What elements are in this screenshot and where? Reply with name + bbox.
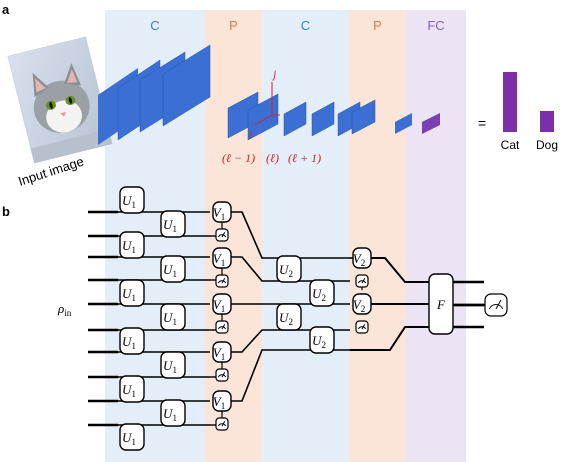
gate-u1-b-3: U1: [160, 351, 186, 379]
equals-sign: =: [478, 115, 486, 131]
column-label-3: P: [373, 18, 382, 33]
bar-label-cat: Cat: [501, 138, 520, 152]
column-label-0: C: [150, 18, 159, 33]
panel-label-c: c: [2, 458, 9, 462]
meter-v1-2: [215, 320, 229, 334]
conv2-layer-1: [283, 101, 307, 137]
gate-v1-1: V1: [212, 247, 232, 269]
conv2-layer-4: [351, 99, 376, 135]
column-bg-2: [262, 10, 349, 462]
bar-label-dog: Dog: [536, 138, 558, 152]
layer-index-annotations: j i (ℓ − 1) (ℓ) (ℓ + 1): [222, 67, 321, 165]
index-next-layer: (ℓ + 1): [288, 151, 321, 165]
gate-u2-3: U2: [309, 326, 335, 354]
panel-label-b: b: [2, 204, 10, 219]
wire-to-layer2-4: [230, 349, 276, 402]
gate-f: F: [428, 273, 454, 335]
input-state-label: ρin: [57, 301, 72, 318]
column-labels: C P C P FC: [150, 18, 444, 33]
conv2-layer-2: [311, 101, 335, 137]
gate-v1-0: V1: [212, 201, 232, 223]
bar-cat: [503, 72, 517, 132]
wire-to-fc-0: [362, 257, 430, 283]
gate-u1-a-4: U1: [119, 375, 145, 403]
pool1-layer-2: [247, 93, 279, 141]
bar-dog: [540, 111, 554, 132]
final-measurement-meter: [484, 293, 508, 317]
gate-u1-a-2: U1: [119, 279, 145, 307]
quantum-circuit: U1U1U1U1U1U1U1U1U1U1U1V1V1V1V1V1U2U2U2U2…: [57, 186, 508, 451]
gate-u1-b-4: U1: [160, 399, 186, 427]
gate-u1-b-0: U1: [160, 210, 186, 238]
column-label-2: C: [301, 18, 310, 33]
wire-to-layer2-1: [230, 256, 276, 282]
output-bar-chart: Cat Dog: [501, 72, 558, 152]
meter-v1-3: [215, 368, 229, 382]
gate-u1-b-1: U1: [160, 255, 186, 283]
meter-v1-1: [215, 274, 229, 288]
column-bg-3: [349, 10, 406, 462]
gate-v2-0: V2: [352, 247, 372, 269]
input-image: [7, 36, 113, 164]
gate-u1-a-1: U1: [119, 231, 145, 259]
gate-u1-b-2: U1: [160, 303, 186, 331]
gate-v1-2: V1: [212, 293, 232, 315]
gate-u2-2: U2: [276, 303, 302, 331]
conv1-layer-4: [162, 44, 211, 127]
column-label-1: P: [229, 18, 238, 33]
cnn-layers: [98, 44, 440, 145]
svg-text:F: F: [436, 297, 446, 312]
panel-label-a: a: [2, 2, 10, 17]
wire-to-layer2-3: [230, 329, 276, 353]
gate-u2-0: U2: [276, 255, 302, 283]
index-prev-layer: (ℓ − 1): [222, 151, 255, 165]
gate-v1-3: V1: [212, 341, 232, 363]
fc-layer: [422, 113, 440, 134]
meter-v2-0: [355, 274, 369, 288]
column-bg-4: [406, 10, 466, 462]
meter-v1-4: [215, 417, 229, 431]
gate-u2-1: U2: [309, 279, 335, 307]
index-current-layer: (ℓ): [266, 151, 279, 165]
column-label-4: FC: [427, 18, 444, 33]
pool2-layer: [395, 113, 412, 134]
gate-v1-4: V1: [212, 390, 232, 412]
index-i: i: [249, 127, 252, 141]
meter-v2-1: [355, 320, 369, 334]
gate-v2-1: V2: [352, 293, 372, 315]
index-j: j: [271, 67, 277, 81]
gate-u1-a-5: U1: [119, 423, 145, 451]
wire-to-layer2-0: [230, 211, 276, 259]
meter-v1-0: [215, 228, 229, 242]
gate-u1-a-3: U1: [119, 327, 145, 355]
gate-u1-a-0: U1: [119, 186, 145, 214]
wire-to-fc-2: [350, 326, 430, 351]
